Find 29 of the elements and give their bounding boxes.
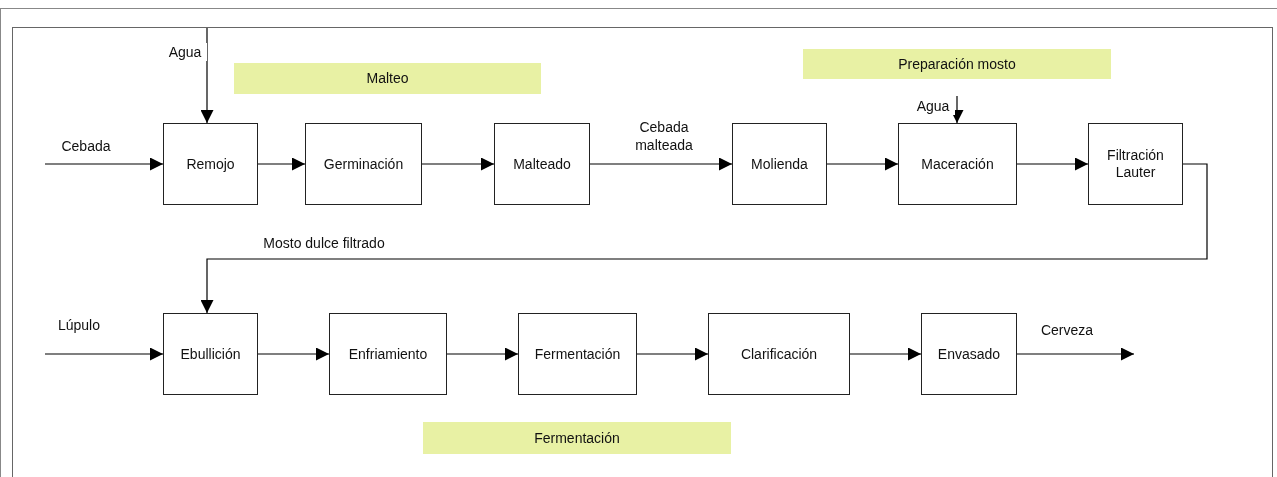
process-box: Clarificación: [708, 313, 850, 395]
arrow: [589, 157, 733, 171]
process-box: Remojo: [163, 123, 258, 205]
process-box: Envasado: [921, 313, 1017, 395]
process-box: Malteado: [494, 123, 590, 205]
process-box: Ebullición: [163, 313, 258, 395]
arrow: [1016, 347, 1135, 361]
arrow: [200, 163, 1208, 314]
stage-band: Malteo: [234, 63, 541, 94]
process-box: Filtración Lauter: [1088, 123, 1183, 205]
stage-band: Preparación mosto: [803, 49, 1111, 79]
arrow: [44, 157, 164, 171]
process-box: Molienda: [732, 123, 827, 205]
arrow: [636, 347, 709, 361]
arrow: [421, 157, 495, 171]
arrow: [257, 347, 330, 361]
arrow: [446, 347, 519, 361]
process-box: Fermentación: [518, 313, 637, 395]
arrow: [200, 27, 214, 124]
process-box: Germinación: [305, 123, 422, 205]
process-box: Enfriamiento: [329, 313, 447, 395]
arrow: [257, 157, 306, 171]
stage-band: Fermentación: [423, 422, 731, 454]
arrow: [950, 95, 964, 124]
arrow: [1016, 157, 1089, 171]
arrow: [849, 347, 922, 361]
process-box: Maceración: [898, 123, 1017, 205]
arrow: [826, 157, 899, 171]
arrow: [44, 347, 164, 361]
